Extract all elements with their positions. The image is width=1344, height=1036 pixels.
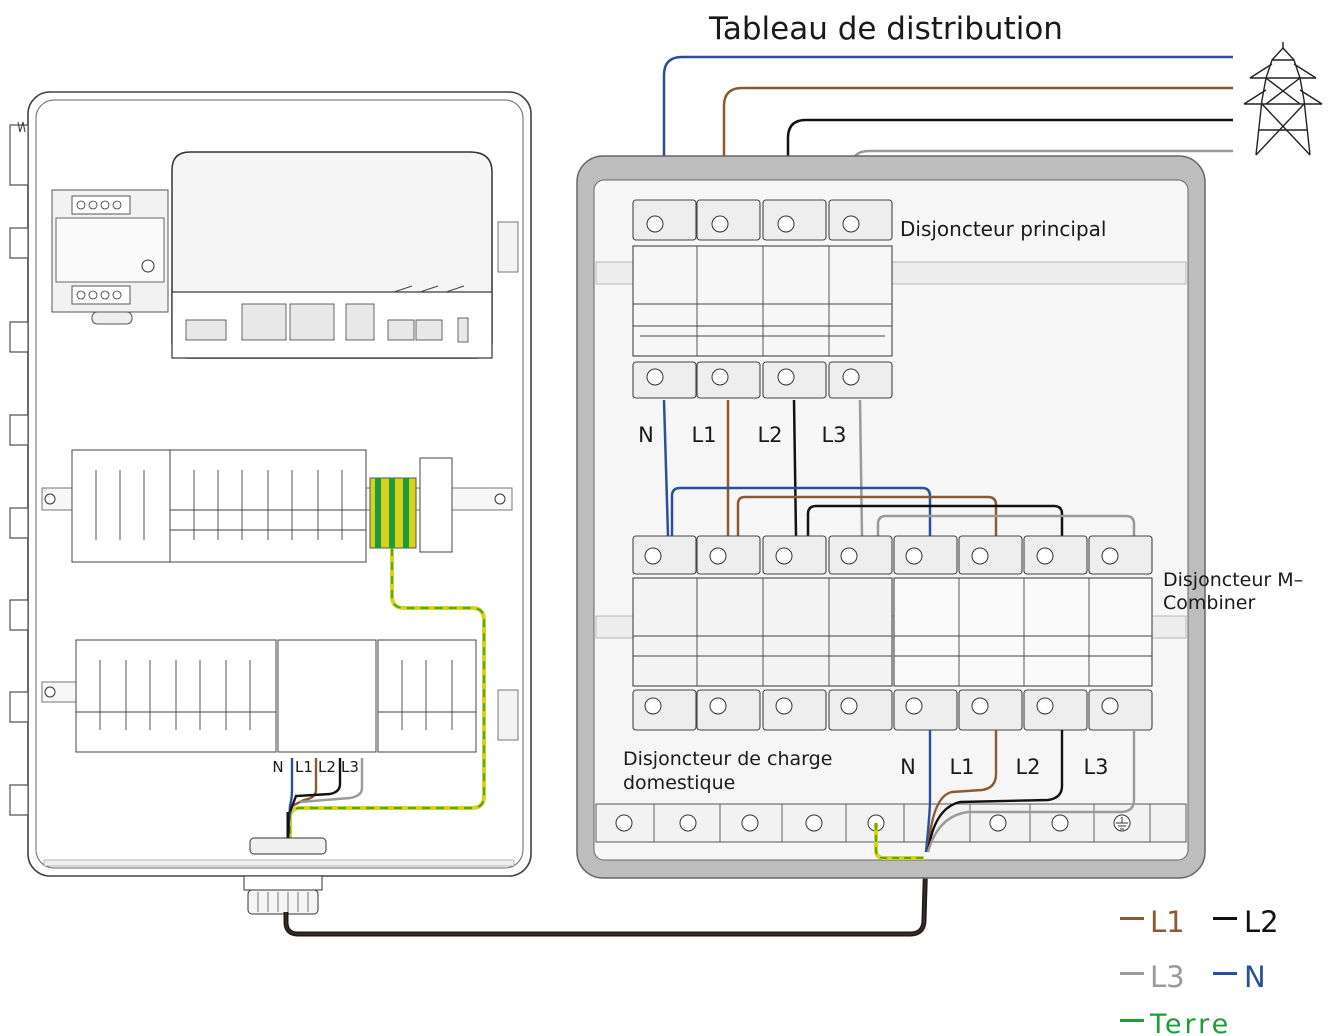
main-to-combiner-wires: [662, 399, 1136, 537]
legend-item-earth: Terre: [1120, 1009, 1231, 1036]
inverter-phase-labels: N L1 L2 L3: [272, 758, 359, 776]
main-label-l2: L2: [757, 423, 782, 447]
main-breaker-label: Disjoncteur principal: [900, 217, 1106, 241]
combiner-out-label-l1: L1: [949, 755, 974, 779]
incoming-n-wire: [662, 55, 1233, 200]
protection-row: [41, 449, 513, 563]
legend-item-n: N: [1213, 960, 1266, 994]
legend-label-l1: L1: [1150, 905, 1185, 939]
incoming-l1-wire: [722, 86, 1233, 200]
smart-meter: [51, 189, 169, 325]
incoming-l2-wire: [786, 118, 1233, 200]
combiner-out-label-n: N: [900, 755, 916, 779]
legend: L1 L2 L3 N Terre: [1120, 905, 1279, 1036]
main-breaker-phase-labels: N L1 L2 L3: [638, 423, 846, 447]
legend-item-l1: L1: [1120, 905, 1185, 939]
inverter-label-l3: L3: [341, 758, 359, 776]
combiner-phase-labels: N L1 L2 L3: [900, 755, 1108, 779]
power-pylon-icon: [1243, 42, 1323, 156]
legend-label-earth: Terre: [1149, 1009, 1231, 1036]
main-label-l1: L1: [691, 423, 716, 447]
ground-icon: [1116, 817, 1128, 830]
main-cable-inner: [285, 851, 927, 935]
legend-label-n: N: [1244, 960, 1266, 994]
load-breaker-label-line1: Disjoncteur de charge: [623, 748, 832, 770]
page-title: Tableau de distribution: [708, 11, 1063, 47]
main-label-l3: L3: [821, 423, 846, 447]
earth-terminal-block: [369, 477, 417, 549]
load-breaker-row: [41, 639, 477, 753]
legend-label-l3: L3: [1150, 960, 1185, 994]
inverter-label-l2: L2: [318, 758, 336, 776]
inverter-label-l1: L1: [295, 758, 313, 776]
combiner-out-label-l2: L2: [1015, 755, 1040, 779]
legend-label-l2: L2: [1244, 905, 1279, 939]
combiner-label-line2: Combiner: [1163, 592, 1255, 614]
combiner-output-wires: [874, 730, 1136, 860]
main-label-n: N: [638, 423, 654, 447]
inverter-internal-wiring: [286, 548, 486, 839]
legend-item-l2: L2: [1213, 905, 1279, 939]
combiner-label-line1: Disjoncteur M–: [1163, 569, 1303, 591]
combiner-breaker: [632, 535, 1153, 731]
terminal-strip: [595, 803, 1187, 843]
energy-controller: [171, 151, 493, 359]
load-breaker-label-line2: domestique: [623, 772, 735, 794]
legend-item-l3: L3: [1120, 960, 1185, 994]
cable-gland: [243, 837, 327, 915]
combiner-out-label-l3: L3: [1083, 755, 1108, 779]
main-breaker: [632, 199, 893, 399]
inverter-label-n: N: [272, 758, 283, 776]
